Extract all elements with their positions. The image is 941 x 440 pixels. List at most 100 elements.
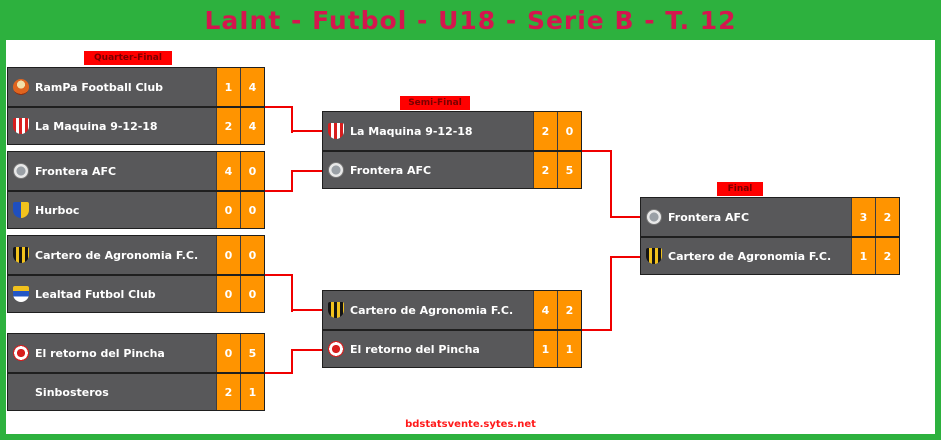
bracket-connector-line	[291, 274, 293, 312]
frontera-club-logo-icon	[328, 162, 344, 178]
match-semifinal-1: La Maquina 9-12-18 2 0 Frontera AFC 2 5	[322, 111, 582, 189]
bracket-connector-line	[291, 349, 293, 374]
watermark-text: bdstatsvente.sytes.net	[405, 419, 536, 430]
score-leg1: 1	[851, 238, 875, 274]
match-quarterfinal-1: RamPa Football Club 1 4 La Maquina 9-12-…	[7, 67, 265, 145]
page-header: LaInt - Futbol - U18 - Serie B - T. 12	[0, 0, 941, 40]
la-maquina-club-logo-icon	[13, 118, 29, 134]
frontera-club-logo-icon	[13, 163, 29, 179]
team-name: La Maquina 9-12-18	[35, 119, 158, 133]
team-name: La Maquina 9-12-18	[350, 124, 473, 138]
score-leg1: 0	[216, 192, 240, 228]
score-leg1: 3	[851, 198, 875, 236]
bracket-connector-line	[265, 106, 293, 108]
team-name: Hurboc	[35, 203, 80, 217]
bracket-connector-line	[291, 170, 293, 192]
score-leg1: 2	[533, 152, 557, 188]
bracket-connector-line	[291, 309, 322, 311]
hurboc-club-logo-icon	[13, 202, 29, 218]
score-leg1: 0	[216, 276, 240, 312]
team-name: Sinbosteros	[35, 385, 109, 399]
team-row-sinbosteros: Sinbosteros 2 1	[8, 372, 264, 410]
team-row-frontera: Frontera AFC 3 2	[641, 198, 899, 236]
score-leg2: 1	[557, 331, 581, 367]
score-leg1: 2	[533, 112, 557, 150]
pincha-club-logo-icon	[328, 341, 344, 357]
frontera-club-logo-icon	[646, 209, 662, 225]
team-row-la-maquina: La Maquina 9-12-18 2 4	[8, 106, 264, 144]
match-quarterfinal-3: Cartero de Agronomia F.C. 0 0 Lealtad Fu…	[7, 235, 265, 313]
bracket-connector-line	[582, 150, 610, 152]
rampa-club-logo-icon	[13, 79, 29, 95]
bracket-connector-line	[291, 130, 322, 132]
match-semifinal-2: Cartero de Agronomia F.C. 4 2 El retorno…	[322, 290, 582, 368]
score-leg2: 1	[240, 374, 264, 410]
team-name: Frontera AFC	[350, 163, 432, 177]
sinbosteros-club-logo-placeholder	[13, 384, 29, 400]
bracket-connector-line	[610, 150, 612, 218]
cartero-club-logo-icon	[646, 248, 662, 264]
score-leg1: 4	[216, 152, 240, 190]
team-name: Cartero de Agronomia F.C.	[668, 249, 832, 263]
score-leg1: 1	[216, 68, 240, 106]
score-leg2: 2	[875, 238, 899, 274]
page-title: LaInt - Futbol - U18 - Serie B - T. 12	[204, 5, 737, 35]
team-row-pincha: El retorno del Pincha 1 1	[323, 329, 581, 367]
score-leg1: 4	[533, 291, 557, 329]
team-row-lealtad: Lealtad Futbol Club 0 0	[8, 274, 264, 312]
match-quarterfinal-4: El retorno del Pincha 0 5 Sinbosteros 2 …	[7, 333, 265, 411]
score-leg2: 0	[557, 112, 581, 150]
team-name: Frontera AFC	[35, 164, 117, 178]
bracket-connector-line	[291, 349, 322, 351]
score-leg2: 0	[240, 152, 264, 190]
lealtad-club-logo-icon	[13, 286, 29, 302]
score-leg1: 2	[216, 374, 240, 410]
cartero-club-logo-icon	[13, 247, 29, 263]
team-name: Frontera AFC	[668, 210, 750, 224]
team-row-rampa: RamPa Football Club 1 4	[8, 68, 264, 106]
round-label-final: Final	[717, 182, 763, 196]
team-name: El retorno del Pincha	[350, 342, 480, 356]
pincha-club-logo-icon	[13, 345, 29, 361]
score-leg1: 1	[533, 331, 557, 367]
score-leg2: 5	[240, 334, 264, 372]
score-leg1: 0	[216, 236, 240, 274]
team-row-pincha: El retorno del Pincha 0 5	[8, 334, 264, 372]
score-leg2: 2	[557, 291, 581, 329]
bracket-connector-line	[265, 190, 293, 192]
match-final: Frontera AFC 3 2 Cartero de Agronomia F.…	[640, 197, 900, 275]
bracket-connector-line	[265, 274, 293, 276]
team-name: RamPa Football Club	[35, 80, 164, 94]
bracket-connector-line	[610, 216, 640, 218]
cartero-club-logo-icon	[328, 302, 344, 318]
team-row-frontera: Frontera AFC 4 0	[8, 152, 264, 190]
score-leg1: 0	[216, 334, 240, 372]
bracket-connector-line	[582, 329, 610, 331]
team-row-cartero: Cartero de Agronomia F.C. 4 2	[323, 291, 581, 329]
bracket-connector-line	[610, 256, 640, 258]
team-row-frontera: Frontera AFC 2 5	[323, 150, 581, 188]
team-row-hurboc: Hurboc 0 0	[8, 190, 264, 228]
team-row-cartero: Cartero de Agronomia F.C. 0 0	[8, 236, 264, 274]
match-quarterfinal-2: Frontera AFC 4 0 Hurboc 0 0	[7, 151, 265, 229]
team-name: Cartero de Agronomia F.C.	[35, 248, 199, 262]
score-leg2: 4	[240, 68, 264, 106]
team-name: Cartero de Agronomia F.C.	[350, 303, 514, 317]
score-leg2: 2	[875, 198, 899, 236]
score-leg2: 0	[240, 236, 264, 274]
score-leg2: 0	[240, 192, 264, 228]
score-leg2: 5	[557, 152, 581, 188]
team-row-cartero: Cartero de Agronomia F.C. 1 2	[641, 236, 899, 274]
team-name: El retorno del Pincha	[35, 346, 165, 360]
la-maquina-club-logo-icon	[328, 123, 344, 139]
team-name: Lealtad Futbol Club	[35, 287, 156, 301]
round-label-semi-final: Semi-Final	[400, 96, 470, 110]
round-label-quarter-final: Quarter-Final	[84, 51, 172, 65]
team-row-la-maquina: La Maquina 9-12-18 2 0	[323, 112, 581, 150]
score-leg2: 4	[240, 108, 264, 144]
bracket-connector-line	[610, 256, 612, 331]
bracket-connector-line	[265, 372, 293, 374]
bracket-connector-line	[291, 106, 293, 133]
score-leg1: 2	[216, 108, 240, 144]
